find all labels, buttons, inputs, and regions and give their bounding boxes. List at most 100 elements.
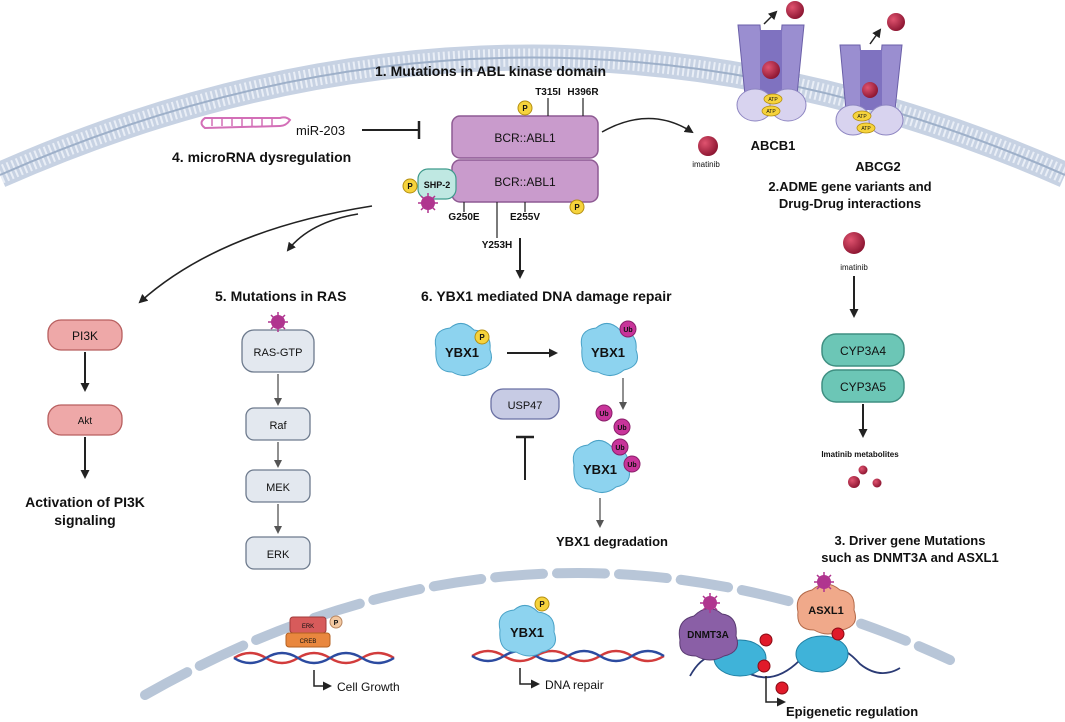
bcr-to-pi3k-arrow	[138, 205, 373, 304]
dnmt3a-label: DNMT3A	[687, 630, 729, 641]
nuclear-ybx1-label: YBX1	[510, 625, 544, 640]
shp2-virus-icon	[418, 193, 438, 213]
cell-growth-label: Cell Growth	[337, 680, 400, 694]
cyp3a5-box	[821, 369, 905, 403]
section-1-title: 1. Mutations in ABL kinase domain	[375, 63, 606, 79]
abcg2-label: ABCG2	[855, 159, 901, 174]
g250e-label: G250E	[448, 212, 479, 223]
ybx1-phospho-label-1: P	[479, 333, 485, 342]
ub-label-3: Ub	[617, 425, 626, 432]
abcg2-atp-1	[852, 110, 872, 122]
section-5-title: 5. Mutations in RAS	[215, 288, 346, 304]
imatinib-label-2: imatinib	[840, 263, 868, 272]
creb-box	[285, 632, 331, 648]
phospho-badge-top	[517, 100, 533, 116]
dna-helix-left	[233, 651, 395, 665]
phospho-badge-bottom	[569, 199, 585, 215]
ybx1-label-2: YBX1	[591, 345, 625, 360]
metabolite-dot-1	[848, 476, 860, 488]
section-6-title: 6. YBX1 mediated DNA damage repair	[421, 288, 672, 304]
abcg2-atp-label-1: ATP	[857, 114, 867, 120]
usp47-box	[490, 388, 560, 420]
cell-membrane	[0, 44, 1065, 187]
nuclear-erk-label: ERK	[302, 624, 314, 630]
abcb1-atp-label-2: ATP	[766, 109, 776, 115]
abcg2-effluxed-drug	[887, 13, 905, 31]
imatinib-molecule-1	[698, 136, 718, 156]
nuclear-ybx1-blob	[498, 605, 556, 657]
abcg2-atp-label-2: ATP	[861, 126, 871, 132]
y253h-label: Y253H	[482, 240, 513, 251]
dna-repair-label: DNA repair	[545, 678, 604, 692]
mirna-hairpin	[200, 116, 292, 130]
ybx1-label-3: YBX1	[583, 462, 617, 477]
h396r-label: H396R	[567, 87, 599, 98]
pi3k-label: PI3K	[72, 329, 98, 343]
erk-box	[245, 536, 311, 570]
mek-box	[245, 469, 311, 503]
abcb1-atp-label-1: ATP	[768, 97, 778, 103]
imatinib-molecule-2	[843, 232, 865, 254]
ub-badge-3	[613, 418, 631, 436]
metabolite-dot-3	[858, 465, 868, 475]
dnmt3a-protein	[678, 608, 738, 661]
bcr-abl1-upper-box	[451, 115, 599, 159]
abcg2-efflux-arrow	[869, 28, 882, 45]
methyl-mark-2	[757, 659, 771, 673]
dnmt3a-virus-icon	[700, 593, 720, 613]
akt-box	[47, 404, 123, 436]
ybx1-blob-2	[580, 323, 638, 376]
abcb1-atp-1	[763, 93, 783, 105]
nuclear-ybx1-phospho-label: P	[539, 600, 545, 609]
pi3k-box	[47, 319, 123, 351]
pi3k-outcome-line2: signaling	[54, 512, 115, 528]
methyl-mark-4	[831, 627, 845, 641]
cyp3a4-label: CYP3A4	[840, 344, 886, 358]
cyp3a5-label: CYP3A5	[840, 380, 886, 394]
abcg2-transporter	[835, 44, 904, 136]
section-4-title: 4. microRNA dysregulation	[172, 149, 351, 165]
bcr-abl1-lower-label: BCR::ABL1	[494, 175, 556, 189]
imatinib-label-1: imatinib	[692, 160, 720, 169]
cell-growth-arrow	[313, 670, 332, 691]
ybx1-degradation-label: YBX1 degradation	[556, 534, 668, 549]
ub-label-5: Ub	[627, 462, 636, 469]
e255v-label: E255V	[510, 212, 540, 223]
pi3k-outcome-line1: Activation of PI3K	[25, 494, 145, 510]
phospho-label-top: P	[522, 104, 528, 113]
shp2-label: SHP-2	[424, 180, 451, 190]
nuclear-erk-phospho-label: P	[334, 620, 339, 627]
bcr-abl1-upper-label: BCR::ABL1	[494, 131, 556, 145]
ub-label-1: Ub	[623, 327, 632, 334]
ras-virus-icon	[268, 312, 288, 332]
mek-label: MEK	[266, 482, 291, 494]
erk-label: ERK	[267, 549, 290, 561]
abcb1-label: ABCB1	[751, 138, 796, 153]
ub-badge-2	[595, 404, 613, 422]
section-3-title-line1: 3. Driver gene Mutations	[835, 533, 986, 548]
methyl-mark-3	[775, 681, 789, 695]
abcb1-efflux-arrow	[763, 10, 778, 25]
ybx1-label-1: YBX1	[445, 345, 479, 360]
section-2-title-line1: 2.ADME gene variants and	[768, 179, 931, 194]
mirna-label: miR-203	[296, 123, 345, 138]
section-3-title-line2: such as DNMT3A and ASXL1	[821, 550, 998, 565]
ras-gtp-label: RAS-GTP	[254, 347, 303, 359]
dna-helix-middle	[471, 649, 665, 663]
metabolites-label: Imatinib metabolites	[821, 450, 899, 459]
ub-badge-4	[611, 438, 629, 456]
asxl1-protein	[796, 583, 856, 635]
abcg2-atp-2	[856, 122, 876, 134]
dna-repair-arrow	[519, 668, 540, 689]
asxl1-label: ASXL1	[808, 605, 843, 617]
nuclear-erk-phospho	[329, 615, 343, 629]
raf-label: Raf	[269, 420, 287, 432]
section-2-title-line2: Drug-Drug interactions	[779, 196, 921, 211]
shp2-phospho-badge	[402, 178, 418, 194]
ybx1-phospho-1	[474, 329, 490, 345]
creb-label: CREB	[300, 639, 317, 645]
akt-label: Akt	[78, 416, 93, 427]
ub-badge-5	[623, 455, 641, 473]
ub-label-4: Ub	[615, 445, 624, 452]
